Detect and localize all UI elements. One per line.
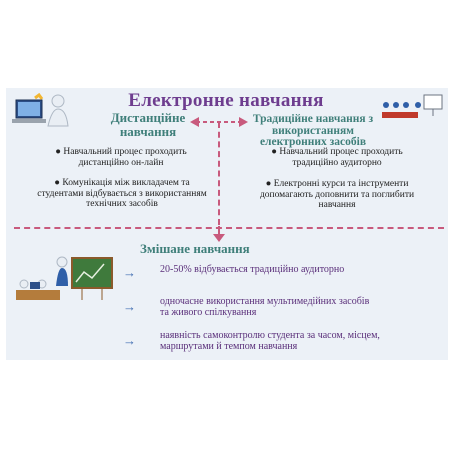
double-arrow-icon xyxy=(190,114,248,130)
arrow-right-icon: → xyxy=(123,265,136,280)
blended-item-2: одночасне використання мультимедійних за… xyxy=(160,296,370,318)
arrow-right-icon: → xyxy=(123,333,136,348)
blended-item-3: наявність самоконтролю студента за часом… xyxy=(160,330,380,352)
slide-background xyxy=(6,88,448,360)
presentation-team-illustration xyxy=(374,92,446,126)
horizontal-divider xyxy=(14,227,444,229)
person-at-computer-illustration xyxy=(8,92,78,132)
blended-learning-heading: Змішане навчання xyxy=(140,241,250,256)
traditional-bullet-2: ● Електронні курси та інструменти допома… xyxy=(259,179,415,210)
distance-learning-heading: Дистанційне навчання xyxy=(110,110,186,139)
page-title: Електронне навчання xyxy=(128,90,324,111)
blended-item-1: 20-50% відбувається традиційно аудиторно xyxy=(160,264,345,275)
traditional-bullet-1: ● Навчальний процес проходить традиційно… xyxy=(271,147,403,168)
teacher-at-board-illustration xyxy=(12,254,116,316)
vertical-divider xyxy=(218,122,220,225)
distance-bullet-2: ● Комунікація між викладачем та студента… xyxy=(37,178,207,209)
arrow-right-icon: → xyxy=(123,299,136,314)
down-arrow-icon xyxy=(211,226,227,242)
distance-bullet-1: ● Навчальний процес проходить дистанційн… xyxy=(55,147,187,168)
traditional-learning-heading: Традиційне навчання з використанням елек… xyxy=(252,113,374,148)
